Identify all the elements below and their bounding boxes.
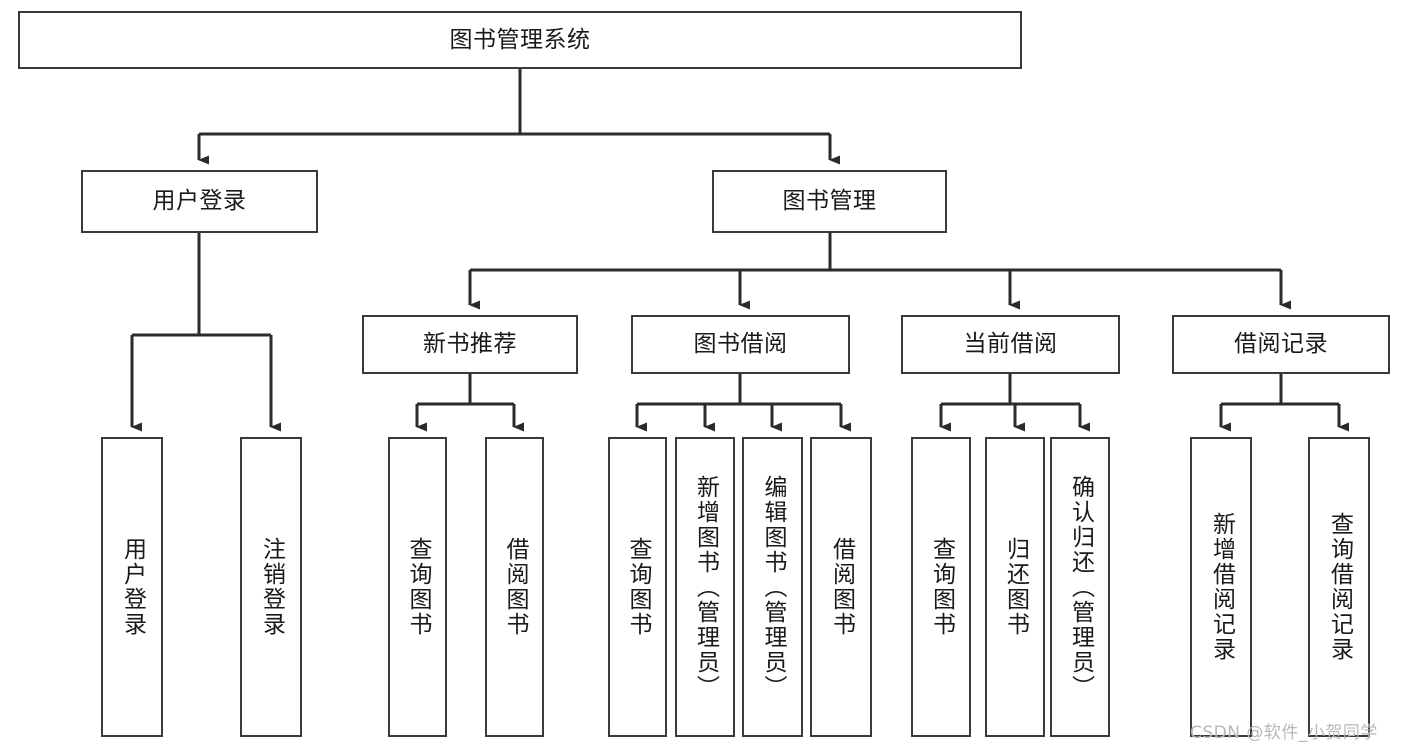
node-leaf-edit-book-label: 编辑图书（管理员） xyxy=(760,474,786,700)
node-book-borrow[interactable]: 图书借阅 xyxy=(631,315,850,374)
node-root-label: 图书管理系统 xyxy=(449,26,591,53)
node-leaf-query-book-3-label: 查询图书 xyxy=(928,537,955,637)
node-leaf-return-book-label: 归还图书 xyxy=(1002,537,1029,637)
node-new-book-recommend-label: 新书推荐 xyxy=(423,331,517,358)
node-leaf-query-record-label: 查询借阅记录 xyxy=(1326,512,1353,662)
node-leaf-add-book-label: 新增图书（管理员） xyxy=(692,474,719,700)
node-leaf-add-record-label: 新增借阅记录 xyxy=(1208,512,1235,662)
node-current-borrow[interactable]: 当前借阅 xyxy=(901,315,1120,374)
node-leaf-confirm-return[interactable]: 确认归还（管理员） xyxy=(1050,437,1110,737)
node-new-book-recommend[interactable]: 新书推荐 xyxy=(362,315,578,374)
node-leaf-logout-label: 注销登录 xyxy=(258,537,285,637)
node-leaf-borrow-book-1-label: 借阅图书 xyxy=(502,537,528,637)
node-leaf-query-book-3[interactable]: 查询图书 xyxy=(911,437,971,737)
node-leaf-query-book-2[interactable]: 查询图书 xyxy=(608,437,667,737)
node-leaf-query-record[interactable]: 查询借阅记录 xyxy=(1308,437,1370,737)
node-leaf-query-book-2-label: 查询图书 xyxy=(625,537,651,637)
node-root[interactable]: 图书管理系统 xyxy=(18,11,1022,69)
node-leaf-query-book-1[interactable]: 查询图书 xyxy=(388,437,447,737)
node-book-borrow-label: 图书借阅 xyxy=(693,331,788,358)
watermark-text: CSDN @软件_小贺同学 xyxy=(1190,723,1378,743)
node-leaf-borrow-book-2[interactable]: 借阅图书 xyxy=(810,437,872,737)
node-book-management-label: 图书管理 xyxy=(782,188,877,215)
node-borrow-record-label: 借阅记录 xyxy=(1234,331,1328,358)
node-leaf-user-login[interactable]: 用户登录 xyxy=(101,437,163,737)
node-leaf-confirm-return-label: 确认归还（管理员） xyxy=(1067,474,1094,700)
node-leaf-user-login-label: 用户登录 xyxy=(119,537,146,637)
node-leaf-add-book[interactable]: 新增图书（管理员） xyxy=(675,437,735,737)
node-leaf-add-record[interactable]: 新增借阅记录 xyxy=(1190,437,1252,737)
node-leaf-borrow-book-2-label: 借阅图书 xyxy=(828,537,855,637)
node-leaf-borrow-book-1[interactable]: 借阅图书 xyxy=(485,437,544,737)
node-leaf-return-book[interactable]: 归还图书 xyxy=(985,437,1045,737)
node-user-login-label: 用户登录 xyxy=(152,188,247,215)
node-user-login[interactable]: 用户登录 xyxy=(81,170,318,233)
node-book-management[interactable]: 图书管理 xyxy=(712,170,947,233)
node-current-borrow-label: 当前借阅 xyxy=(963,331,1058,358)
node-borrow-record[interactable]: 借阅记录 xyxy=(1172,315,1390,374)
node-leaf-query-book-1-label: 查询图书 xyxy=(405,537,431,637)
node-leaf-logout[interactable]: 注销登录 xyxy=(240,437,302,737)
node-leaf-edit-book[interactable]: 编辑图书（管理员） xyxy=(742,437,803,737)
